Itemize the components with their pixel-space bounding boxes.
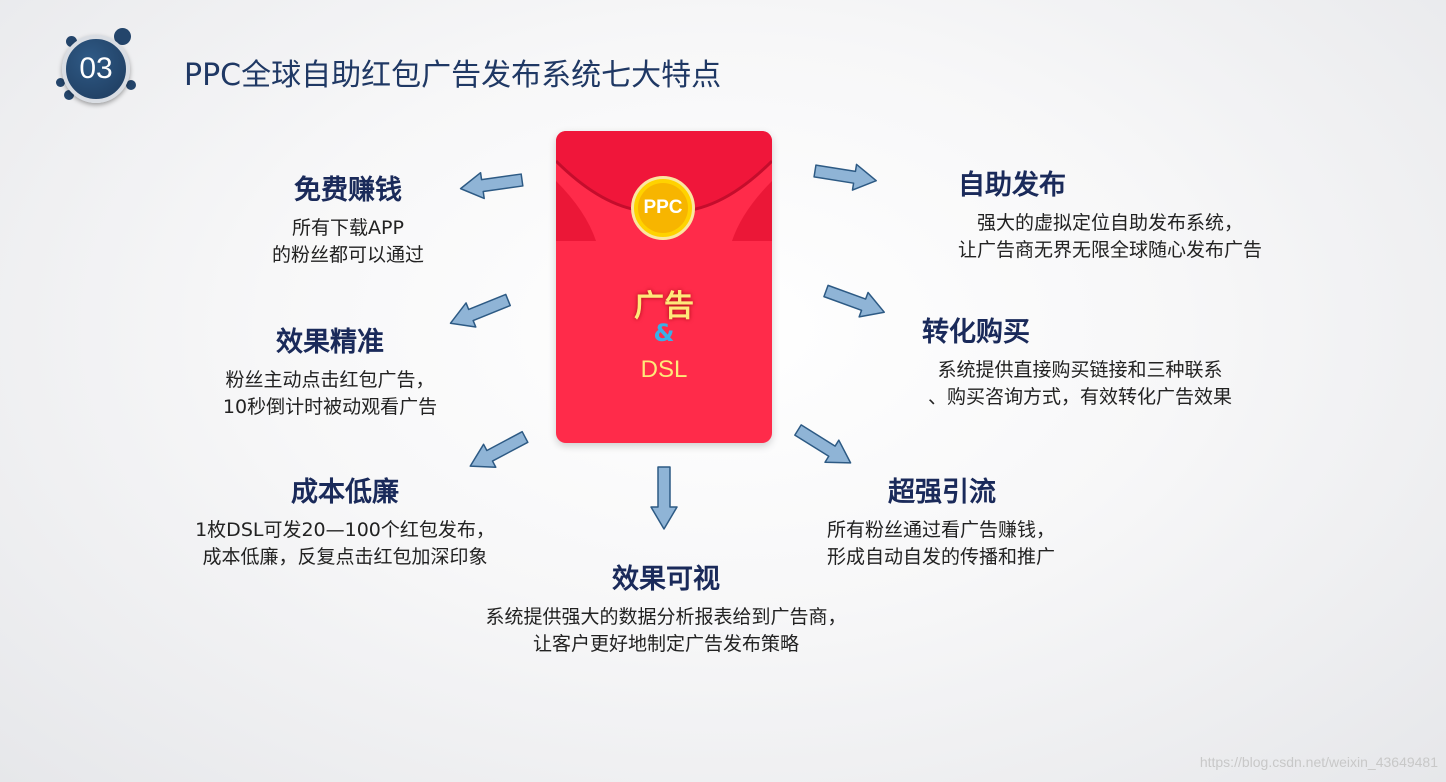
arrow-to-visible — [650, 466, 678, 530]
feature-desc: 系统提供强大的数据分析报表给到广告商， 让客户更好地制定广告发布策略 — [466, 604, 866, 658]
desc-line: 粉丝主动点击红包广告， — [225, 369, 435, 391]
feature-title: 成本低廉 — [291, 477, 399, 508]
section-number: 03 — [62, 35, 130, 103]
arrow-to-self-publish — [813, 163, 877, 191]
feature-low-cost: 成本低廉 1枚DSL可发20—100个红包发布， 成本低廉，反复点击红包加深印象 — [180, 470, 510, 571]
badge-dot — [64, 90, 74, 100]
envelope-ad-text: 广告 — [634, 289, 694, 324]
feature-precise: 效果精准 粉丝主动点击红包广告， 10秒倒计时被动观看广告 — [180, 320, 480, 421]
feature-visible: 效果可视 系统提供强大的数据分析报表给到广告商， 让客户更好地制定广告发布策略 — [466, 557, 866, 658]
feature-desc: 所有粉丝通过看广告赚钱， 形成自动自发的传播和推广 — [800, 517, 1120, 571]
arrow-to-traffic — [794, 424, 852, 464]
desc-line: 让广告商无界无限全球随心发布广告 — [957, 239, 1262, 261]
badge-dot — [56, 78, 65, 87]
feature-conversion: 转化购买 系统提供直接购买链接和三种联系 、购买咨询方式，有效转化广告效果 — [880, 310, 1280, 411]
feature-desc: 强大的虚拟定位自助发布系统， 让广告商无界无限全球随心发布广告 — [900, 210, 1320, 264]
red-envelope: PPC 广告 & DSL — [556, 131, 772, 443]
badge-dot — [114, 28, 131, 45]
envelope-dsl-text: DSL — [640, 356, 688, 383]
desc-line: 形成自动自发的传播和推广 — [827, 546, 1056, 568]
section-number-badge: 03 — [52, 28, 142, 108]
page-title: PPC全球自助红包广告发布系统七大特点 — [184, 58, 722, 93]
desc-line: 所有下载APP — [292, 217, 404, 239]
desc-line: 所有粉丝通过看广告赚钱， — [827, 519, 1056, 541]
desc-line: 、购买咨询方式，有效转化广告效果 — [927, 386, 1232, 408]
watermark-url: https://blog.csdn.net/weixin_43649481 — [1199, 754, 1438, 770]
feature-desc: 所有下载APP 的粉丝都可以通过 — [198, 215, 498, 269]
desc-line: 系统提供强大的数据分析报表给到广告商， — [485, 606, 847, 628]
feature-title: 效果精准 — [276, 327, 384, 358]
arrow-to-precise — [449, 293, 511, 328]
desc-line: 的粉丝都可以通过 — [271, 244, 424, 266]
envelope-ampersand: & — [653, 319, 675, 347]
desc-line: 10秒倒计时被动观看广告 — [222, 396, 438, 418]
desc-line: 1枚DSL可发20—100个红包发布， — [195, 519, 495, 541]
desc-line: 强大的虚拟定位自助发布系统， — [976, 212, 1243, 234]
coin-label: PPC — [638, 183, 688, 233]
feature-title: 转化购买 — [922, 317, 1030, 348]
feature-desc: 1枚DSL可发20—100个红包发布， 成本低廉，反复点击红包加深印象 — [180, 517, 510, 571]
feature-title: 自助发布 — [958, 170, 1066, 201]
badge-dot — [66, 36, 77, 47]
feature-desc: 粉丝主动点击红包广告， 10秒倒计时被动观看广告 — [180, 367, 480, 421]
arrow-to-conversion — [823, 284, 886, 318]
feature-free-earn: 免费赚钱 所有下载APP 的粉丝都可以通过 — [198, 168, 498, 269]
desc-line: 成本低廉，反复点击红包加深印象 — [202, 546, 488, 568]
badge-dot — [126, 80, 136, 90]
feature-title: 免费赚钱 — [294, 175, 402, 206]
desc-line: 系统提供直接购买链接和三种联系 — [937, 359, 1223, 381]
ppc-coin-icon: PPC — [631, 176, 695, 240]
feature-traffic: 超强引流 所有粉丝通过看广告赚钱， 形成自动自发的传播和推广 — [800, 470, 1120, 571]
feature-desc: 系统提供直接购买链接和三种联系 、购买咨询方式，有效转化广告效果 — [880, 357, 1280, 411]
feature-self-publish: 自助发布 强大的虚拟定位自助发布系统， 让广告商无界无限全球随心发布广告 — [900, 163, 1320, 264]
feature-title: 效果可视 — [612, 564, 720, 595]
arrow-to-low-cost — [469, 430, 529, 469]
arrow-to-free-earn — [459, 171, 524, 200]
desc-line: 让客户更好地制定广告发布策略 — [532, 633, 799, 655]
feature-title: 超强引流 — [888, 477, 996, 508]
